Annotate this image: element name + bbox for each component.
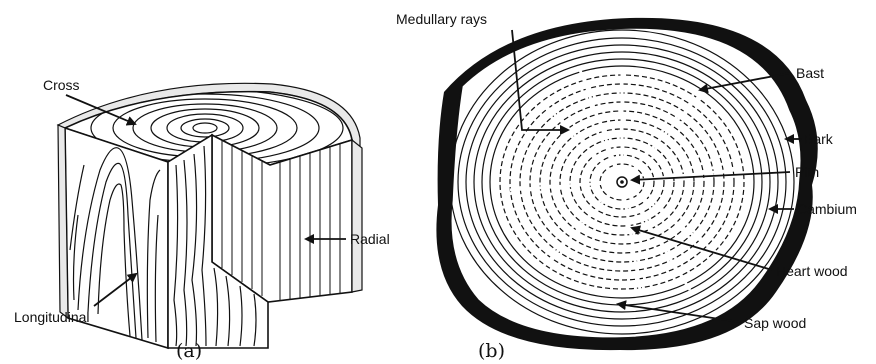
caption-b: (b) (478, 340, 505, 362)
label-sap-wood: Sap wood (744, 315, 806, 331)
label-bark: Bark (804, 131, 834, 147)
log-cross-section-illustration: Medullary rays Bast Bark Pith Cambium He… (396, 11, 857, 362)
label-cambium: Cambium (797, 201, 857, 217)
caption-a: (a) (176, 340, 202, 362)
log-block-illustration: Cross Radial Longitudinal (a) (14, 77, 390, 362)
label-bast: Bast (796, 65, 824, 81)
label-longitudinal: Longitudinal (14, 309, 90, 325)
label-heart-wood: Heart wood (776, 263, 848, 279)
label-medullary-rays: Medullary rays (396, 11, 487, 27)
label-pith: Pith (795, 164, 819, 180)
label-cross: Cross (43, 77, 80, 93)
label-radial: Radial (350, 231, 390, 247)
